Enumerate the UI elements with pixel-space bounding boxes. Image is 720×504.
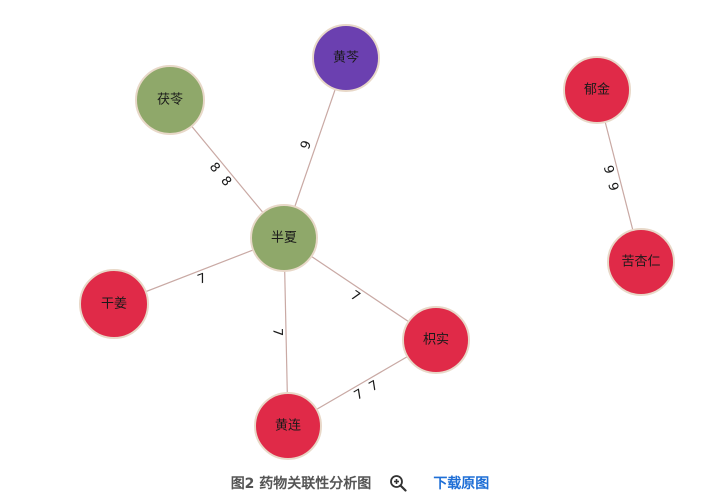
download-original-link[interactable]: 下载原图: [433, 476, 490, 492]
node-circle: [254, 392, 322, 460]
figure-caption: 图2 药物关联性分析图 下载原图: [0, 470, 720, 496]
node-huangqin[interactable]: 黄芩: [312, 24, 380, 92]
node-circle: [312, 24, 380, 92]
edge-weight-label: 7: [352, 387, 367, 404]
node-kuxingren[interactable]: 苦杏仁: [607, 228, 675, 296]
node-huanglian[interactable]: 黄连: [254, 392, 322, 460]
node-circle: [250, 204, 318, 272]
node-label: 黄连: [275, 418, 301, 434]
node-zhishi[interactable]: 枳实: [402, 306, 470, 374]
edge-weight-label: 9: [600, 164, 617, 176]
edge-weight-label: 7: [347, 288, 362, 305]
edge-weight-label: 9: [298, 139, 315, 152]
node-banxia[interactable]: 半夏: [250, 204, 318, 272]
node-label: 枳实: [423, 333, 449, 348]
edge-weight-label: 7: [367, 378, 382, 395]
node-ganjiang[interactable]: 干姜: [79, 269, 149, 339]
edge-weight-label: 7: [269, 328, 284, 337]
node-circle: [135, 65, 205, 135]
caption-title: 图2 药物关联性分析图: [230, 476, 372, 492]
edge-weight-label: 8: [217, 174, 234, 190]
node-fuling[interactable]: 茯苓: [135, 65, 205, 135]
node-circle: [79, 269, 149, 339]
node-circle: [607, 228, 675, 296]
edge-weight-label: 8: [206, 160, 223, 176]
node-circle: [563, 56, 631, 124]
node-label: 苦杏仁: [621, 254, 660, 270]
node-yujin[interactable]: 郁金: [563, 56, 631, 124]
node-label: 黄芩: [333, 51, 359, 66]
node-label: 干姜: [101, 297, 127, 312]
edge-weight-label: 7: [196, 271, 209, 288]
zoom-in-icon[interactable]: [389, 474, 407, 492]
node-label: 半夏: [271, 231, 297, 246]
node-label: 郁金: [584, 82, 610, 98]
node-label: 茯苓: [157, 93, 183, 108]
edge-weight-label: 9: [604, 181, 621, 193]
node-circle: [402, 306, 470, 374]
